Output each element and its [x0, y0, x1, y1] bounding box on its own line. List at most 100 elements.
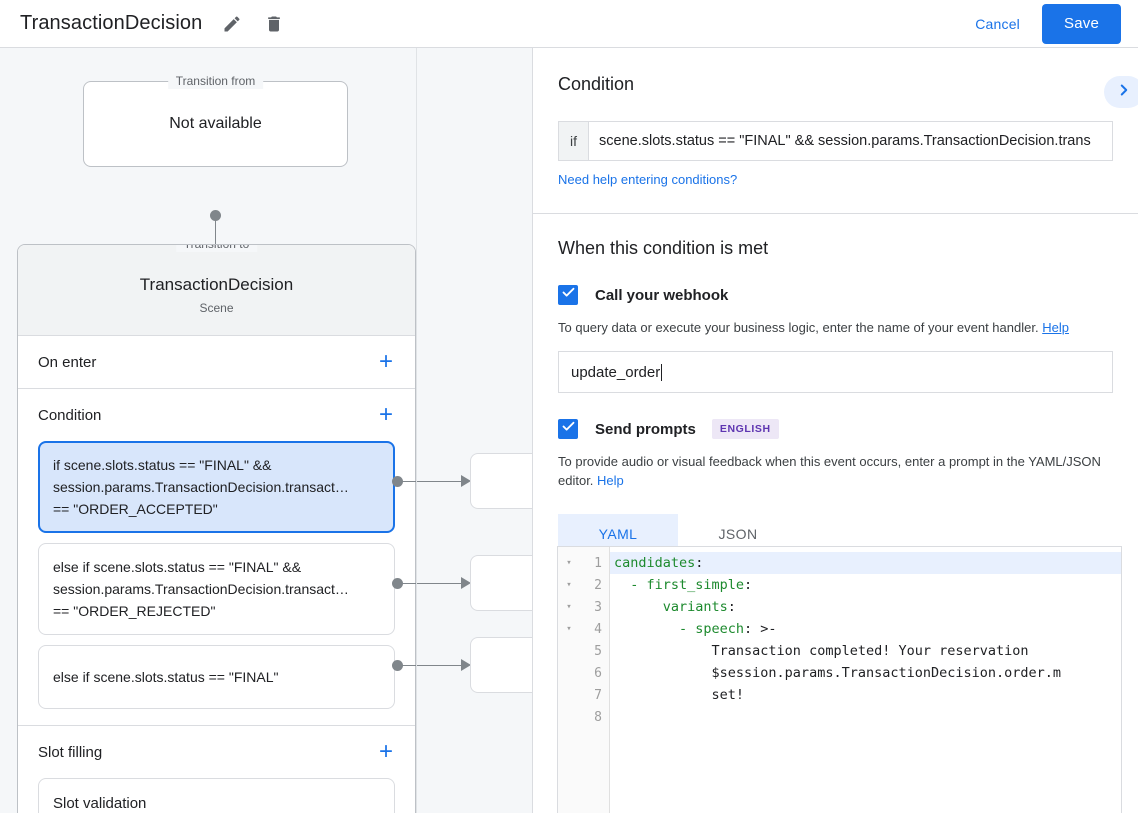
yaml-value-token: :	[695, 555, 704, 571]
editor-line-number: 4	[594, 621, 602, 637]
section-header-slot-filling: Slot filling +	[38, 726, 395, 778]
text-caret	[661, 363, 663, 381]
delete-button[interactable]	[262, 12, 286, 36]
scene-type: Scene	[199, 301, 234, 315]
yaml-key-token: - speech	[614, 621, 745, 637]
transition-from-card: Transition from Not available	[83, 74, 348, 167]
call-webhook-label: Call your webhook	[595, 286, 729, 304]
connector-line	[215, 215, 216, 271]
editor-code-area[interactable]: candidates: - first_simple: variants: - …	[610, 547, 1121, 813]
condition-list-item[interactable]: if scene.slots.status == "FINAL" && sess…	[38, 441, 395, 533]
add-on-enter-icon[interactable]: +	[378, 348, 393, 375]
prompts-help-link[interactable]: Help	[597, 473, 624, 488]
editor-gutter-row: ▾2	[558, 574, 609, 596]
webhook-help-link[interactable]: Help	[1042, 320, 1069, 335]
save-button[interactable]: Save	[1042, 3, 1121, 44]
pencil-icon	[222, 14, 242, 34]
add-slot-filling-icon[interactable]: +	[378, 738, 393, 765]
yaml-key-token: candidates	[614, 555, 696, 571]
prompts-description: To provide audio or visual feedback when…	[558, 452, 1113, 490]
branch-arrow-icon-1	[461, 475, 471, 487]
yaml-value-token: $session.params.TransactionDecision.orde…	[614, 665, 1062, 681]
editor-line-number: 5	[594, 643, 602, 659]
editor-gutter-row: 8	[558, 706, 609, 728]
detail-panel-title: Condition	[558, 74, 635, 94]
trash-icon	[264, 14, 284, 34]
editor-gutter-row: ▾4	[558, 618, 609, 640]
webhook-description-text: To query data or execute your business l…	[558, 320, 1039, 335]
section-header-condition: Condition +	[38, 389, 395, 441]
check-icon	[561, 419, 576, 439]
section-condition: Condition + if scene.slots.status == "FI…	[18, 389, 415, 726]
page-title: TransactionDecision	[20, 12, 203, 34]
cancel-button[interactable]: Cancel	[963, 8, 1032, 40]
branch-arrow-icon-3	[461, 659, 471, 671]
editor-gutter-row: 7	[558, 684, 609, 706]
branch-arrow-icon-2	[461, 577, 471, 589]
fold-toggle-icon[interactable]: ▾	[566, 602, 572, 612]
target-node-3[interactable]	[470, 637, 532, 693]
yaml-value-token: :	[727, 599, 736, 615]
yaml-value-token: : >-	[744, 621, 777, 637]
send-prompts-checkbox[interactable]	[558, 419, 578, 439]
editor-gutter-row: ▾3	[558, 596, 609, 618]
edit-button[interactable]	[220, 12, 244, 36]
check-icon	[561, 285, 576, 305]
condition-line-3: == "ORDER_ACCEPTED"	[53, 501, 218, 517]
condition-line-1: else if scene.slots.status == "FINAL"	[53, 669, 279, 685]
condition-line-2: session.params.TransactionDecision.trans…	[53, 581, 349, 597]
send-prompts-checkbox-row: Send prompts ENGLISH	[558, 419, 1113, 439]
when-condition-met-title: When this condition is met	[558, 238, 769, 258]
editor-code-line	[610, 706, 1121, 728]
condition-input-row[interactable]: if scene.slots.status == "FINAL" && sess…	[558, 121, 1113, 161]
condition-if-prefix: if	[559, 122, 589, 160]
fold-toggle-icon[interactable]: ▾	[566, 558, 572, 568]
add-condition-icon[interactable]: +	[378, 401, 393, 428]
yaml-key-token: - first_simple	[614, 577, 745, 593]
branch-dot-1	[392, 476, 403, 487]
branch-line-1	[398, 481, 464, 482]
condition-section: Condition if scene.slots.status == "FINA…	[533, 48, 1138, 189]
section-slot-filling: Slot filling + Slot validation	[18, 726, 415, 813]
condition-list-item[interactable]: else if scene.slots.status == "FINAL"	[38, 645, 395, 709]
collapse-panel-button[interactable]	[1104, 76, 1138, 108]
condition-line-3: == "ORDER_REJECTED"	[53, 603, 216, 619]
prompts-description-text: To provide audio or visual feedback when…	[558, 454, 1101, 488]
transition-from-legend: Transition from	[167, 74, 264, 89]
transition-to-legend: Transition to	[175, 245, 258, 252]
condition-line-2: session.params.TransactionDecision.trans…	[53, 479, 349, 495]
webhook-checkbox-row: Call your webhook	[558, 285, 1113, 305]
graph-column-divider	[416, 48, 417, 813]
fold-toggle-icon[interactable]: ▾	[566, 624, 572, 634]
target-node-1[interactable]	[470, 453, 532, 509]
editor-line-number: 8	[594, 709, 602, 725]
target-node-2[interactable]	[470, 555, 532, 611]
condition-expression-input[interactable]: scene.slots.status == "FINAL" && session…	[599, 133, 1091, 149]
fold-toggle-icon[interactable]: ▾	[566, 580, 572, 590]
call-webhook-checkbox[interactable]	[558, 285, 578, 305]
tab-json[interactable]: JSON	[718, 526, 758, 542]
editor-gutter-row: ▾1	[558, 552, 609, 574]
section-title-slot-filling: Slot filling	[38, 743, 103, 761]
branch-dot-3	[392, 660, 403, 671]
branch-dot-2	[392, 578, 403, 589]
branch-line-3	[398, 665, 464, 666]
when-condition-met-section: When this condition is met Call your web…	[533, 214, 1138, 554]
scene-header[interactable]: TransactionDecision Scene	[18, 245, 415, 336]
condition-list-item[interactable]: else if scene.slots.status == "FINAL" &&…	[38, 543, 395, 635]
editor-code-line: candidates:	[610, 552, 1121, 574]
yaml-value-token: Transaction completed! Your reservation	[614, 643, 1029, 659]
condition-help-link[interactable]: Need help entering conditions?	[558, 172, 738, 187]
yaml-value-token: set!	[614, 687, 745, 703]
send-prompts-label: Send prompts	[595, 420, 696, 438]
editor-gutter-row: 6	[558, 662, 609, 684]
yaml-value-token: :	[744, 577, 753, 593]
editor-gutter-row: 5	[558, 640, 609, 662]
event-handler-input[interactable]: update_order	[558, 351, 1113, 393]
chevron-right-icon	[1115, 81, 1133, 104]
yaml-key-token: variants	[614, 599, 728, 615]
slot-validation-item[interactable]: Slot validation	[38, 778, 395, 813]
